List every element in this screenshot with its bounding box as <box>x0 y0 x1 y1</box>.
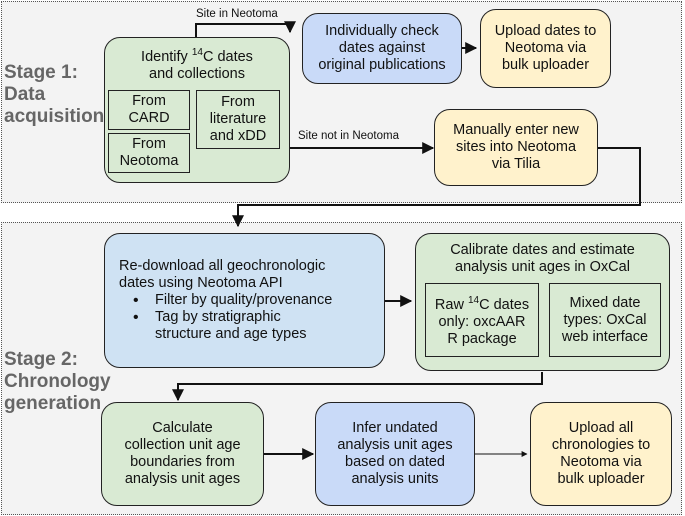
infer-box: Infer undated analysis unit ages based o… <box>315 402 475 506</box>
edge-label-site-in-neotoma: Site in Neotoma <box>196 8 278 20</box>
identify-title-sup: 14 <box>191 47 203 58</box>
stage-1-label: Stage 1: Data acquisition <box>4 62 105 127</box>
individually-check-box: Individually check dates against origina… <box>302 13 462 84</box>
edge-label-site-not-in-neotoma: Site not in Neotoma <box>298 130 400 142</box>
upload-dates-box: Upload dates to Neotoma via bulk uploade… <box>480 9 611 88</box>
calculate-box: Calculate collection unit age boundaries… <box>101 402 264 506</box>
calibrate-title: Calibrate dates and estimate analysis un… <box>450 242 635 275</box>
manually-enter-box: Manually enter new sites into Neotoma vi… <box>434 109 598 186</box>
bullet-tag: Tag by stratigraphic structure and age t… <box>119 309 332 343</box>
raw-14c-text: Raw 14C dates only: oxcAAR R package <box>435 292 529 348</box>
identify-title-pre: Identify <box>141 48 192 65</box>
identify-title-post: C dates and collections <box>149 48 253 82</box>
from-literature-box: From literature and xDD <box>196 90 280 149</box>
arrow-stage1-to-stage2 <box>232 147 641 228</box>
raw-14c-box: Raw 14C dates only: oxcAAR R package <box>425 283 539 357</box>
bullet-filter: Filter by quality/provenance <box>119 292 332 309</box>
upload-all-box: Upload all chronologies to Neotoma via b… <box>530 402 672 506</box>
from-card-box: From CARD <box>108 90 190 130</box>
stage-2-label: Stage 2: Chronology generation <box>4 349 111 414</box>
arrow-site-in-neotoma <box>195 21 296 37</box>
redownload-intro: Re-download all geochronologic dates usi… <box>119 258 326 291</box>
arrow-calibrate-to-calculate <box>172 372 543 402</box>
raw-sup: 14 <box>467 295 480 307</box>
redownload-box: Re-download all geochronologic dates usi… <box>104 233 385 368</box>
mixed-date-box: Mixed date types: OxCal web interface <box>549 283 661 357</box>
identify-dates-title: Identify 14C dates and collections <box>104 44 290 83</box>
raw-pre: Raw <box>434 296 468 313</box>
from-neotoma-box: From Neotoma <box>108 133 190 173</box>
redownload-bullets: Filter by quality/provenance Tag by stra… <box>119 292 332 343</box>
raw-post: C dates only: oxcAAR R package <box>438 296 530 347</box>
